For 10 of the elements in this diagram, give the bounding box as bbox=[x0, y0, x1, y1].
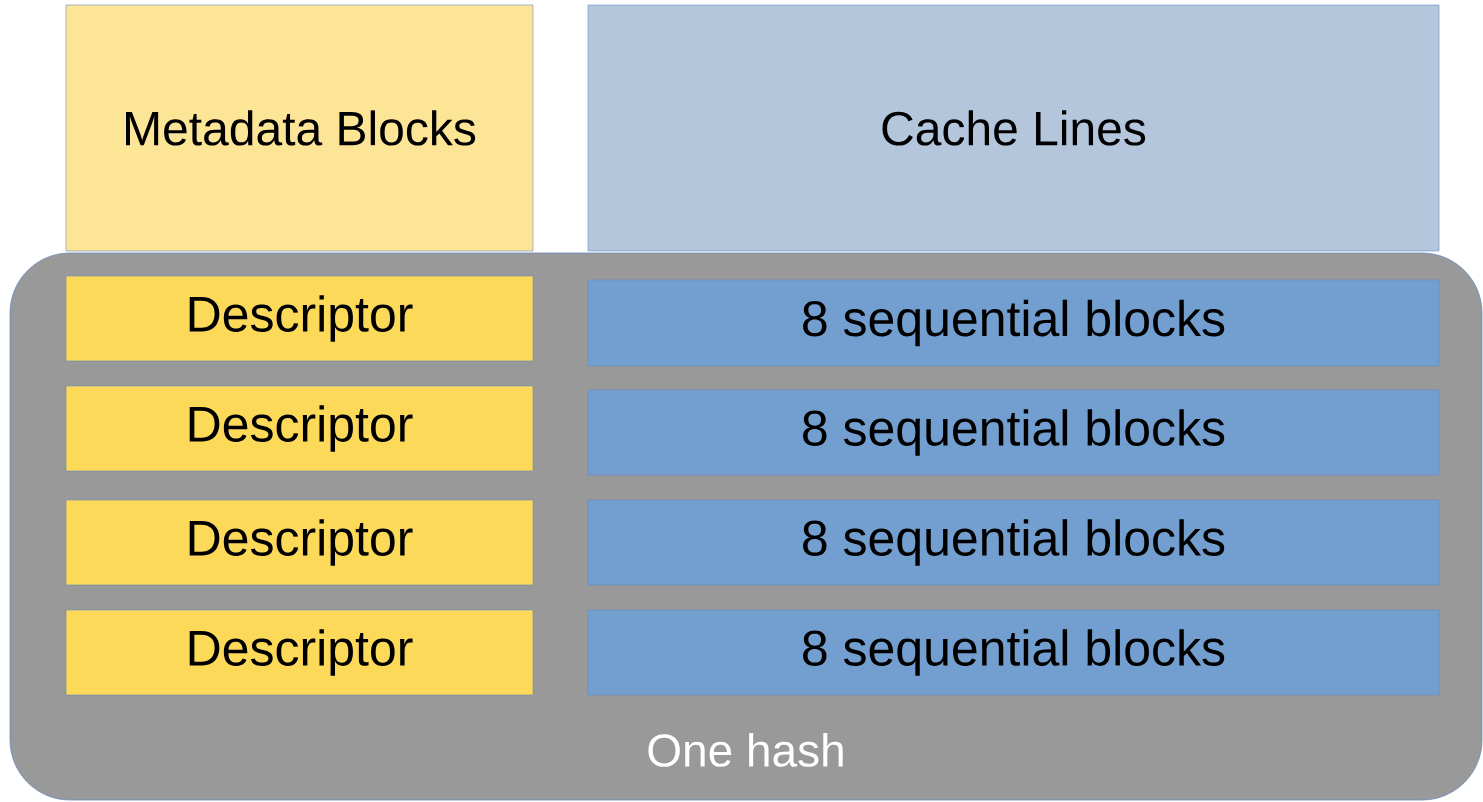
descriptor-box: Descriptor bbox=[65, 499, 534, 586]
descriptor-box: Descriptor bbox=[65, 275, 534, 362]
descriptor-box: Descriptor bbox=[65, 609, 534, 696]
block-box: 8 sequential blocks bbox=[587, 279, 1440, 367]
header-box: Metadata Blocks bbox=[65, 4, 534, 252]
block-box: 8 sequential blocks bbox=[587, 389, 1440, 476]
header-box: Cache Lines bbox=[587, 4, 1440, 252]
block-box: 8 sequential blocks bbox=[587, 609, 1440, 696]
descriptor-box: Descriptor bbox=[65, 385, 534, 472]
block-box: 8 sequential blocks bbox=[587, 499, 1440, 586]
